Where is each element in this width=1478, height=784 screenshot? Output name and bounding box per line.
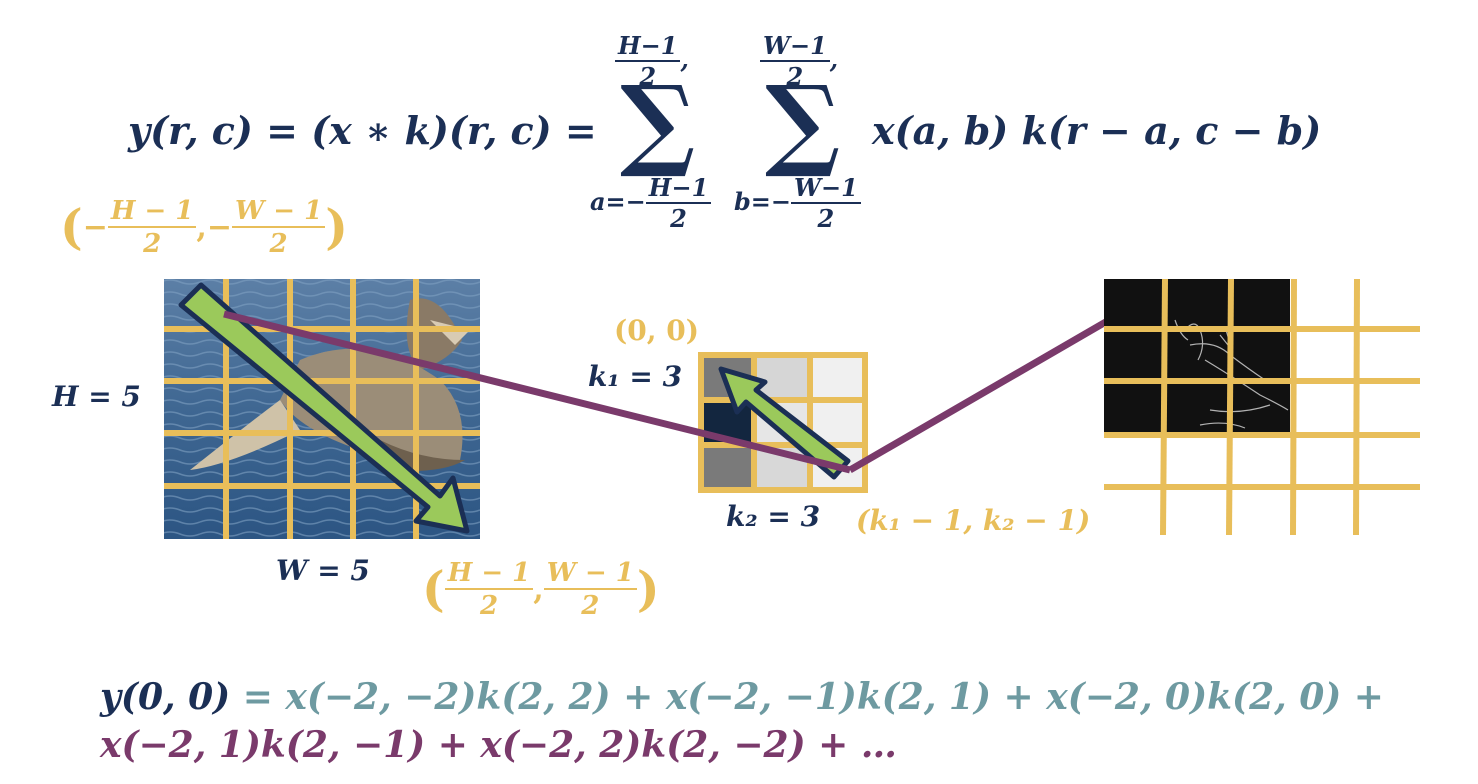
formula-rhs: x(a, b) k(r − a, c − b): [872, 108, 1322, 153]
input-grid: [164, 279, 480, 539]
expansion-teal-terms: = x(−2, −2)k(2, 2) + x(−2, −1)k(2, 1) + …: [230, 676, 1384, 718]
sigma-a: ∑: [620, 63, 696, 181]
expansion-line-2: x(−2, 1)k(2, −1) + x(−2, 2)k(2, −2) + …: [100, 724, 897, 766]
output-image: [1104, 279, 1290, 433]
height-label: H = 5: [52, 380, 141, 413]
kernel-to-output-arrow: [848, 297, 1148, 474]
expansion-ellipsis: …: [860, 724, 897, 766]
formula-lhs: y(r, c) = (x ∗ k)(r, c) =: [128, 108, 597, 153]
kernel-end-label: (k₁ − 1, k₂ − 1): [856, 504, 1091, 537]
input-to-kernel-arrow: [223, 310, 851, 474]
kernel-k2-label: k₂ = 3: [726, 500, 821, 533]
kernel-origin-label: (0, 0): [614, 314, 699, 347]
sigma-b: ∑: [765, 63, 841, 181]
expansion-line-1: y(0, 0) = x(−2, −2)k(2, 2) + x(−2, −1)k(…: [100, 676, 1384, 718]
width-label: W = 5: [276, 554, 370, 587]
expansion-plum-terms: x(−2, 1)k(2, −1) + x(−2, 2)k(2, −2) +: [100, 724, 861, 766]
expansion-lhs: y(0, 0): [100, 676, 231, 718]
output-grid: [1104, 278, 1420, 536]
kernel-k1-label: k₁ = 3: [588, 360, 683, 393]
